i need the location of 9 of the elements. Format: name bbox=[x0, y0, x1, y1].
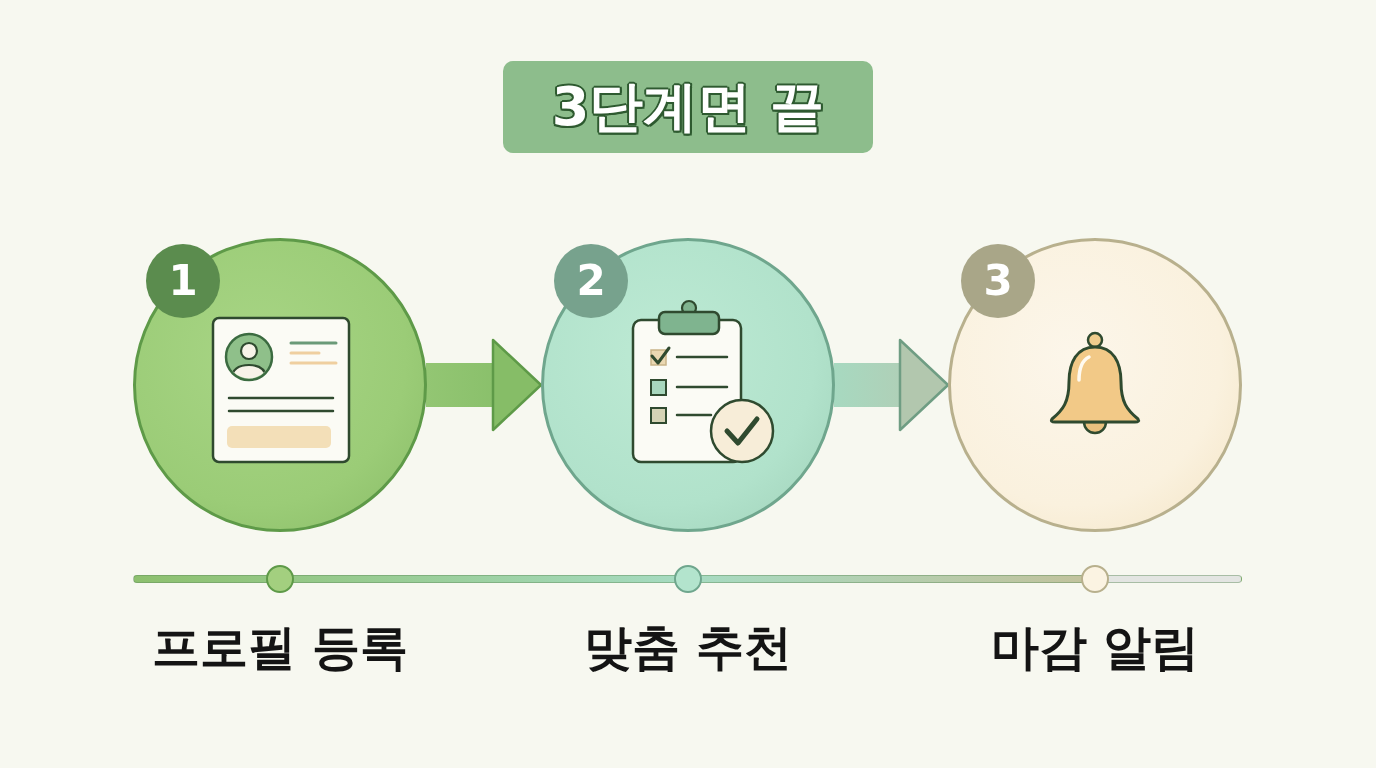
step-label: 맞춤 추천 bbox=[582, 618, 794, 677]
step-label: 프로필 등록 bbox=[150, 618, 410, 677]
arrow bbox=[426, 338, 543, 432]
step-number-badge: 3 bbox=[961, 244, 1035, 318]
step-number-badge: 1 bbox=[146, 244, 220, 318]
step-number-badge: 2 bbox=[554, 244, 628, 318]
title-banner: 3단계면 끝 bbox=[503, 61, 873, 153]
arrow bbox=[834, 338, 950, 432]
step-label: 마감 알림 bbox=[989, 618, 1201, 677]
